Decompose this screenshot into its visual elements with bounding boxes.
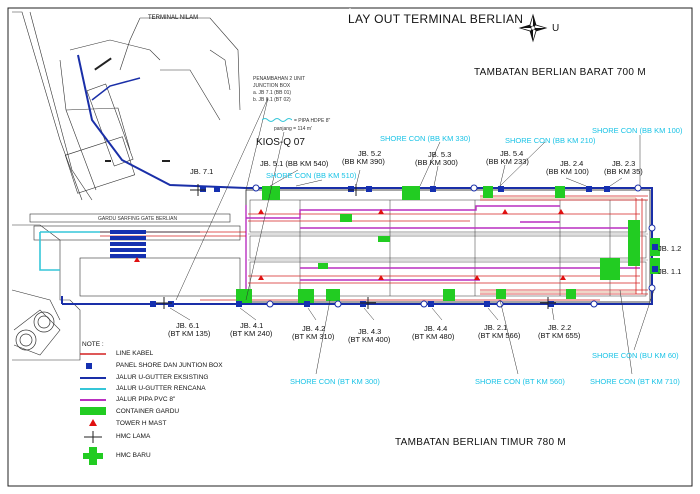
jb-5-2: JB. 5.2 (358, 149, 382, 158)
jb-4-1-km: (BT KM 240) (230, 329, 273, 338)
tambatan-timur-label: TAMBATAN BERLIAN TIMUR 780 M (395, 437, 567, 448)
terminal-nilam-label: TERMINAL NILAM (148, 15, 199, 21)
kios-label: KIOS-Q 07 (256, 137, 305, 148)
cable-lines (100, 195, 648, 301)
shore-con-bt-710: SHORE CON (BT KM 710) (590, 377, 680, 386)
container-gardu (236, 186, 660, 303)
legend-ugutter-plan: JALUR U-GUTTER RENCANA (116, 385, 206, 392)
jb-2-4-km: (BB KM 100) (546, 167, 589, 176)
pipa-symbol (262, 118, 292, 122)
jb-2-2: JB. 2.2 (548, 323, 572, 332)
pvc-pipe (245, 205, 640, 300)
shore-con-bb-100: SHORE CON (BB KM 100) (592, 126, 683, 135)
junction-note-line1: PENAMBAHAN 2 UNIT (253, 76, 306, 82)
legend-line-kabel: LINE KABEL (116, 350, 154, 357)
jb-5-2-km: (BB KM 390) (342, 157, 385, 166)
jb-5-4-km: (BB KM 233) (486, 157, 529, 166)
jb-7-1: JB. 7.1 (190, 167, 214, 176)
jb-4-4: JB. 4.4 (424, 324, 448, 333)
jb-2-1: JB. 2.1 (484, 323, 508, 332)
jb-4-3: JB. 4.3 (358, 327, 382, 336)
compass-letter: U (552, 23, 560, 34)
jb-4-2-km: (BT KM 310) (292, 332, 335, 341)
jb-2-3-km: (BB KM 35) (604, 167, 643, 176)
panel-junction-box (150, 186, 658, 307)
terminal-berlian-area (245, 189, 651, 303)
compass-icon (518, 13, 548, 43)
jb-4-4-km: (BT KM 480) (412, 332, 455, 341)
legend-hmc-baru: HMC BARU (116, 452, 151, 459)
gardu-label: GARDU SARFING GATE BERLIAN (98, 216, 178, 222)
tanks (15, 311, 55, 351)
shore-con-bb-210: SHORE CON (BB KM 210) (505, 136, 596, 145)
hmc-lama (156, 184, 556, 309)
legend-hmc-lama: HMC LAMA (116, 433, 151, 440)
leader-lines (169, 97, 655, 375)
legend-container: CONTAINER GARDU (116, 408, 180, 415)
shore-con-bb-330: SHORE CON (BB KM 330) (380, 134, 471, 143)
jb-4-1: JB. 4.1 (240, 321, 264, 330)
jb-1-1: JB. 1.1 (658, 267, 682, 276)
jb-6-1: JB. 6.1 (176, 321, 200, 330)
junction-note-line2: JUNCTION BOX (253, 83, 291, 89)
jb-2-2-km: (BT KM 655) (538, 331, 581, 340)
shore-con-bt-560: SHORE CON (BT KM 560) (475, 377, 565, 386)
pipa-note-line1: = PIPA HDPE 8" (294, 118, 331, 124)
jb-6-1-km: (BT KM 135) (168, 329, 211, 338)
drawing-title: LAY OUT TERMINAL BERLIAN (348, 12, 524, 26)
pipa-note-line2: panjang = 114 m' (274, 126, 312, 132)
shore-points (252, 184, 656, 308)
jb-2-1-km: (BT KM 566) (478, 331, 521, 340)
jb-2-4: JB. 2.4 (560, 159, 584, 168)
jb-2-3: JB. 2.3 (612, 159, 636, 168)
jb-5-3: JB. 5.3 (428, 150, 452, 159)
shore-con-bu-60: SHORE CON (BU KM 60) (592, 351, 679, 360)
jb-1-2: JB. 1.2 (658, 244, 682, 253)
legend-pvc: JALUR PIPA PVC 8" (116, 396, 176, 403)
jb-5-4: JB. 5.4 (500, 149, 524, 158)
drawing-border (7, 7, 693, 487)
tambatan-barat-label: TAMBATAN BERLIAN BARAT 700 M (474, 67, 646, 78)
ugutter-existing (61, 187, 653, 305)
tower-h-mast-icon (134, 209, 566, 280)
jb-5-1: JB. 5.1 (BB KM 540) (260, 159, 329, 168)
jb-5-3-km: (BB KM 300) (415, 158, 458, 167)
gardu-equipment (110, 230, 146, 258)
legend-swatches (80, 353, 106, 465)
legend-tower: TOWER H MAST (116, 420, 167, 427)
junction-note-line4: b. JB 6.1 (BT 02) (253, 97, 291, 103)
legend-note: NOTE : (82, 341, 104, 348)
shore-con-bt-300: SHORE CON (BT KM 300) (290, 377, 380, 386)
legend-panel: PANEL SHORE DAN JUNTION BOX (116, 362, 223, 369)
jb-4-2: JB. 4.2 (302, 324, 326, 333)
junction-note-line3: a. JB 7.1 (BB 01) (253, 90, 292, 96)
ugutter-nilam (77, 54, 247, 189)
shore-con-bb-510: SHORE CON (BB KM 510) (266, 171, 357, 180)
terminal-nilam-area (12, 11, 241, 201)
jb-4-3-km: (BT KM 400) (348, 335, 391, 344)
legend-ugutter-exist: JALUR U-GUTTER EKSISTING (116, 374, 209, 381)
